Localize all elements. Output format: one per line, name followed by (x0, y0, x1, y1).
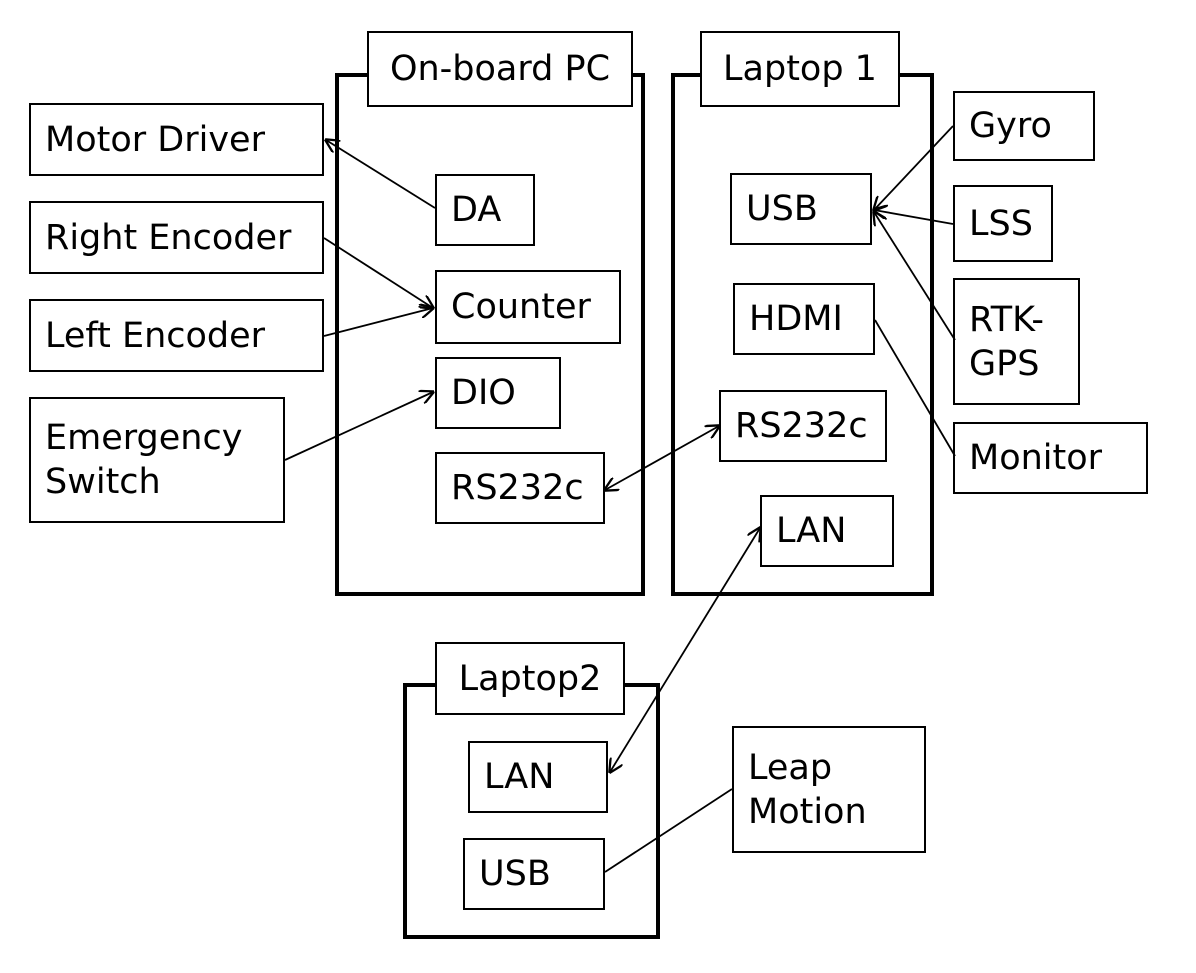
laptop1-title-text: Laptop 1 (723, 49, 877, 89)
laptop2-usb-port: USB (463, 838, 605, 910)
laptop1-title: Laptop 1 (700, 31, 900, 107)
laptop2-title-text: Laptop2 (458, 658, 602, 699)
left-encoder-box: Left Encoder (29, 299, 324, 372)
onboard-rs232c-label: RS232c (451, 468, 584, 508)
onboard-counter-port: Counter (435, 270, 621, 344)
lss-box: LSS (953, 185, 1053, 262)
laptop2-lan-label: LAN (484, 757, 555, 797)
laptop1-hdmi-port: HDMI (733, 283, 875, 355)
right-encoder-box: Right Encoder (29, 201, 324, 274)
onboard-da-label: DA (451, 190, 502, 230)
laptop1-usb-label: USB (746, 189, 818, 229)
rtk-gps-box: RTK- GPS (953, 278, 1080, 405)
emergency-switch-box: Emergency Switch (29, 397, 285, 523)
onboard-dio-port: DIO (435, 357, 561, 429)
emergency-switch-label: Emergency Switch (45, 418, 243, 502)
laptop1-lan-label: LAN (776, 511, 847, 551)
laptop2-lan-port: LAN (468, 741, 608, 813)
laptop1-hdmi-label: HDMI (749, 299, 843, 339)
gyro-box: Gyro (953, 91, 1095, 161)
motor-driver-box: Motor Driver (29, 103, 324, 176)
onboard-rs232c-port: RS232c (435, 452, 605, 524)
laptop2-usb-label: USB (479, 854, 551, 894)
onboard-da-port: DA (435, 174, 535, 246)
monitor-label: Monitor (969, 438, 1103, 478)
laptop1-rs232c-label: RS232c (735, 406, 868, 446)
motor-driver-label: Motor Driver (45, 119, 265, 160)
onboard-dio-label: DIO (451, 373, 516, 413)
lss-label: LSS (969, 203, 1033, 244)
onboard-pc-title-text: On-board PC (389, 49, 611, 89)
laptop1-lan-port: LAN (760, 495, 894, 567)
monitor-box: Monitor (953, 422, 1148, 494)
laptop1-rs232c-port: RS232c (719, 390, 887, 462)
leap-motion-label: Leap Motion (748, 747, 867, 832)
right-encoder-label: Right Encoder (45, 217, 292, 258)
laptop2-title: Laptop2 (435, 642, 625, 715)
laptop1-usb-port: USB (730, 173, 872, 245)
rtk-gps-label: RTK- GPS (969, 299, 1045, 384)
left-encoder-label: Left Encoder (45, 315, 266, 356)
onboard-counter-label: Counter (451, 287, 591, 327)
leap-motion-box: Leap Motion (732, 726, 926, 853)
gyro-label: Gyro (969, 106, 1052, 146)
onboard-pc-title: On-board PC (367, 31, 633, 107)
